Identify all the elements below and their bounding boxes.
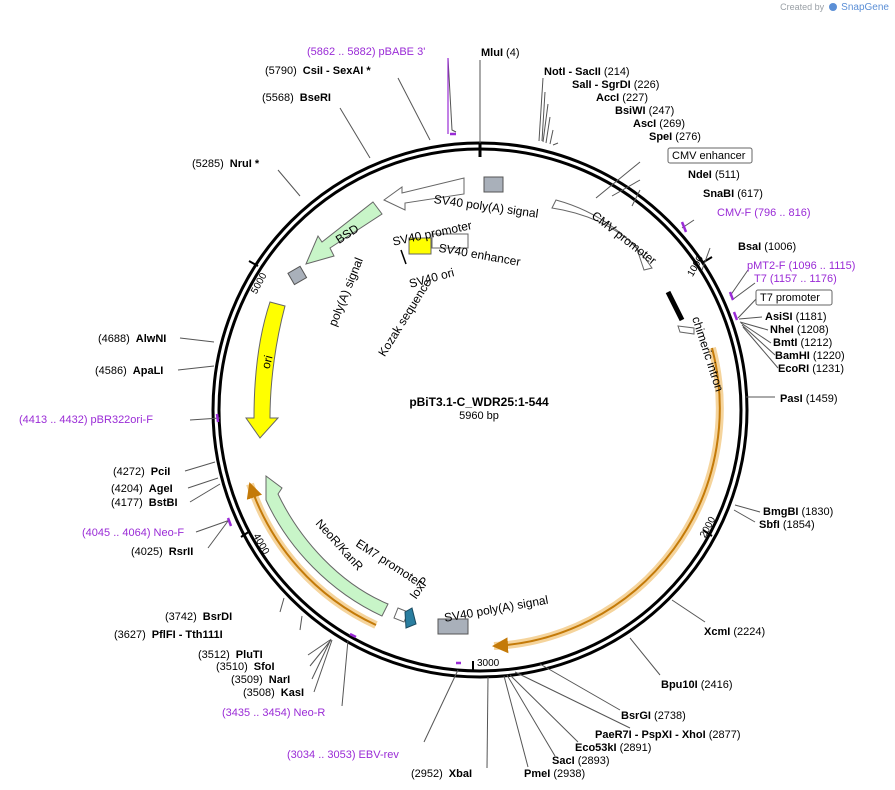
label-pbabe3: (5862 .. 5882) pBABE 3' bbox=[307, 46, 425, 58]
credit-prefix: Created by bbox=[780, 2, 825, 12]
em7-arrow bbox=[393, 607, 409, 623]
leader-lines bbox=[177, 57, 779, 769]
label-t7: T7 (1157 .. 1176) bbox=[754, 273, 837, 285]
cmv-enhancer-box bbox=[667, 147, 753, 164]
label-bsai: BsaI (1006) bbox=[738, 241, 796, 253]
primer-pbr322-mark bbox=[215, 413, 220, 423]
label-pcii: (4272)PciI bbox=[113, 466, 170, 478]
primer-neor-mark bbox=[349, 632, 357, 639]
label-cmvf: CMV-F (796 .. 816) bbox=[717, 207, 811, 219]
plasmid-size: 5960 bp bbox=[459, 410, 499, 422]
feature-sv40-polya-bottom: SV40 poly(A) signal bbox=[443, 593, 549, 625]
label-agei: (4204)AgeI bbox=[111, 483, 173, 495]
label-bmgbi: BmgBI (1830) bbox=[763, 506, 833, 518]
sv40-polya-bottom-box bbox=[437, 618, 469, 635]
label-alwni: (4688)AlwNI bbox=[98, 333, 166, 345]
label-apali: (4586)ApaLI bbox=[95, 365, 163, 377]
tick-5000 bbox=[248, 260, 259, 267]
sv40-polya-top-box bbox=[483, 176, 504, 193]
neo-region-arc bbox=[246, 482, 377, 626]
feature-chimeric-intron: chimeric intron bbox=[689, 315, 726, 394]
label-paer7i: PaeR7I - PspXI - XhoI (2877) bbox=[595, 729, 741, 741]
credit-brand: SnapGene bbox=[841, 2, 889, 13]
tick-1000 bbox=[701, 256, 713, 264]
label-bseri: (5568)BseRI bbox=[262, 92, 331, 104]
cmv-promoter-arrow bbox=[551, 199, 653, 271]
kozak-marker bbox=[400, 249, 407, 265]
label-snabi: SnaBI (617) bbox=[703, 188, 763, 200]
label-bpu10i: Bpu10I (2416) bbox=[661, 679, 733, 691]
label-asisi: AsiSI (1181) bbox=[765, 311, 827, 323]
label-pflfi: (3627)PflFI - Tth111I bbox=[114, 629, 223, 641]
sv40-ori-box bbox=[408, 237, 432, 255]
label-bsrdi: (3742)BsrDI bbox=[165, 611, 232, 623]
loxp-arrow bbox=[404, 607, 417, 629]
chimeric-intron-bar bbox=[665, 290, 685, 322]
label-ebvrev: (3034 .. 3053) EBV-rev bbox=[287, 749, 399, 761]
label-nhei: NheI (1208) bbox=[770, 324, 829, 336]
tick-label-3000: 3000 bbox=[477, 658, 500, 669]
label-asci: AscI (269) bbox=[633, 118, 685, 130]
label-pasi: PasI (1459) bbox=[780, 393, 838, 405]
label-sfoi: (3510)SfoI bbox=[216, 661, 275, 673]
label-mlui: MluI (4) bbox=[481, 47, 520, 59]
insert-arc bbox=[492, 347, 721, 654]
t7-promoter-box bbox=[755, 289, 833, 306]
sv40-polya-top-arrow bbox=[383, 177, 465, 211]
label-sali: SalI - SgrDI (226) bbox=[572, 79, 659, 91]
label-bstbi: (4177)BstBI bbox=[111, 497, 178, 509]
label-kasi: (3508)KasI bbox=[243, 687, 304, 699]
label-acci: AccI (227) bbox=[596, 92, 648, 104]
label-bsiwi: BsiWI (247) bbox=[615, 105, 674, 117]
snapgene-logo-icon bbox=[828, 3, 837, 11]
label-neof: (4045 .. 4064) Neo-F bbox=[82, 527, 184, 539]
label-bsrgi: BsrGI (2738) bbox=[621, 710, 686, 722]
tick-4000 bbox=[240, 530, 251, 538]
label-csii: (5790)CsiI - SexAI * bbox=[265, 65, 371, 77]
label-nrui: (5285)NruI * bbox=[192, 158, 260, 170]
label-pbr322orif: (4413 .. 4432) pBR322ori-F bbox=[19, 414, 153, 426]
label-nari: (3509)NarI bbox=[231, 674, 290, 686]
neo-arrow bbox=[265, 475, 389, 617]
feature-cmv-promoter: CMV promoter bbox=[589, 208, 659, 267]
plasmid-name: pBiT3.1-C_WDR25:1-544 bbox=[409, 395, 549, 409]
feature-sv40-enhancer: SV40 enhancer bbox=[438, 241, 522, 269]
polya-box bbox=[287, 265, 308, 286]
label-xcmi: XcmI (2224) bbox=[704, 626, 765, 638]
primer-t7-mark bbox=[732, 311, 739, 321]
feature-kozak: Kozak sequence bbox=[375, 276, 434, 359]
sv40-promoter-box bbox=[431, 233, 469, 249]
label-spei: SpeI (276) bbox=[649, 131, 701, 143]
feature-ori: ori bbox=[259, 354, 276, 371]
label-sbfi: SbfI (1854) bbox=[759, 519, 815, 531]
tick-2000 bbox=[702, 529, 713, 537]
label-bamhi: BamHI (1220) bbox=[775, 350, 845, 362]
ori-arrow bbox=[245, 301, 286, 439]
label-rsrii: (4025)RsrII bbox=[131, 546, 193, 558]
label-bmti: BmtI (1212) bbox=[773, 337, 832, 349]
label-eco53ki: Eco53kI (2891) bbox=[575, 742, 651, 754]
chimeric-intron-arrow bbox=[677, 325, 695, 335]
bsd-arrow bbox=[305, 201, 383, 265]
label-xbai: (2952)XbaI bbox=[411, 768, 472, 780]
label-neor: (3435 .. 3454) Neo-R bbox=[222, 707, 325, 719]
label-pmei: PmeI (2938) bbox=[524, 768, 585, 780]
label-noti: NotI - SacII (214) bbox=[544, 66, 630, 78]
label-saci: SacI (2893) bbox=[552, 755, 610, 767]
tick-label-5000: 5000 bbox=[249, 271, 269, 296]
t7-promoter-label: T7 promoter bbox=[760, 292, 820, 304]
label-ecori: EcoRI (1231) bbox=[778, 363, 844, 375]
label-pluti: (3512)PluTI bbox=[198, 649, 263, 661]
bp-ticks bbox=[240, 143, 713, 671]
primer-neof-mark bbox=[226, 517, 233, 527]
feature-polya: poly(A) signal bbox=[326, 256, 366, 329]
primer-cmvf-mark bbox=[680, 221, 688, 233]
label-pmt2f: pMT2-F (1096 .. 1115) bbox=[747, 260, 855, 272]
feature-sv40-polya-top: SV40 poly(A) signal bbox=[433, 192, 539, 221]
cmv-enhancer-label: CMV enhancer bbox=[672, 150, 746, 162]
snapgene-credit: Created by SnapGene bbox=[780, 2, 889, 13]
label-ndei: NdeI (511) bbox=[688, 169, 740, 181]
primer-pmt2-mark bbox=[728, 291, 735, 301]
